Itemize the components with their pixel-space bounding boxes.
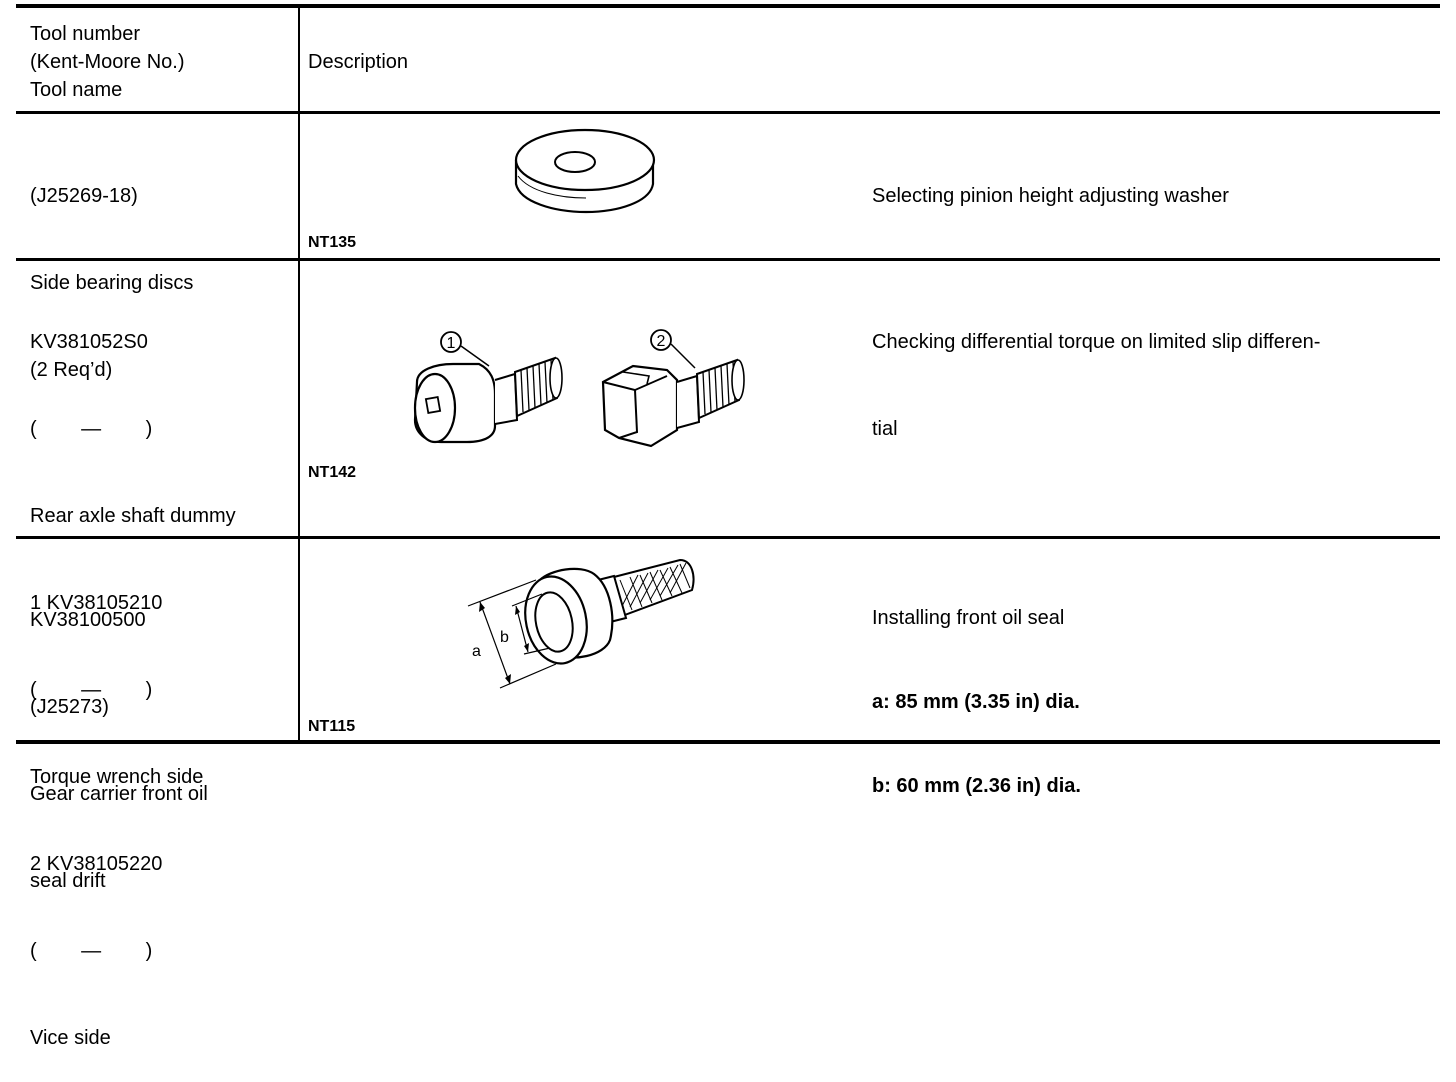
table-top-border <box>16 4 1440 8</box>
row-divider <box>16 258 1440 261</box>
seal-drift-icon: a b <box>467 558 695 689</box>
tool-line: ( — ) <box>30 940 153 962</box>
tool-line: seal drift <box>30 870 106 892</box>
header-description: Description <box>308 51 409 73</box>
row-divider <box>16 536 1440 539</box>
dimension-b-label: b <box>500 629 509 646</box>
tool-cell: KV38100500 (J25273) Gear carrier front o… <box>30 548 208 925</box>
figure-code: NT142 <box>308 464 357 481</box>
tool-line: (2 Req’d) <box>30 359 113 381</box>
header-tool-column: Tool number (Kent-Moore No.) Tool name <box>30 20 185 104</box>
tool-line: Vice side <box>30 1027 111 1049</box>
callout-2-label: 2 <box>657 333 666 350</box>
figure-code: NT135 <box>308 234 357 251</box>
description-spec-line: a: 85 mm (3.35 in) dia. <box>872 691 1080 713</box>
callout-1-label: 1 <box>447 335 456 352</box>
tool-line: ( — ) <box>30 679 153 701</box>
description-cell: Installing front oil seal a: 85 mm (3.35… <box>872 548 1081 828</box>
header-line: Tool name <box>30 79 123 101</box>
tool-line: KV381052S0 <box>30 331 148 353</box>
description-cell: Checking differential torque on limited … <box>872 270 1320 473</box>
description-spec-line: b: 60 mm (2.36 in) dia. <box>872 775 1081 797</box>
header-line: Tool number <box>30 23 141 45</box>
column-divider <box>298 6 300 742</box>
axle-shaft-dummy-icon: 1 2 <box>413 329 745 448</box>
figure-code: NT115 <box>308 718 356 735</box>
tool-line: Rear axle shaft dummy <box>30 505 236 527</box>
description-line: Checking differential torque on limited … <box>872 331 1321 353</box>
tool-line: ( — ) <box>30 418 153 440</box>
header-line: (Kent-Moore No.) <box>30 51 185 73</box>
description-line: Selecting pinion height adjusting washer <box>872 185 1229 207</box>
tool-line: 1 KV38105210 <box>30 592 163 614</box>
tool-line: KV38100500 <box>30 609 146 631</box>
tool-line: (J25269-18) <box>30 185 138 207</box>
tool-cell: (J25269-18) Side bearing discs (2 Req’d) <box>30 124 193 414</box>
washer-disc-icon <box>514 128 656 214</box>
table-bottom-border <box>16 740 1440 744</box>
tool-line: Gear carrier front oil <box>30 783 208 805</box>
dimension-a-label: a <box>472 643 481 660</box>
header-row-divider <box>16 111 1440 114</box>
description-line: tial <box>872 418 898 440</box>
tool-line: Side bearing discs <box>30 272 194 294</box>
description-cell: Selecting pinion height adjusting washer <box>872 124 1229 240</box>
description-line: Installing front oil seal <box>872 607 1065 629</box>
tool-line: (J25273) <box>30 696 109 718</box>
